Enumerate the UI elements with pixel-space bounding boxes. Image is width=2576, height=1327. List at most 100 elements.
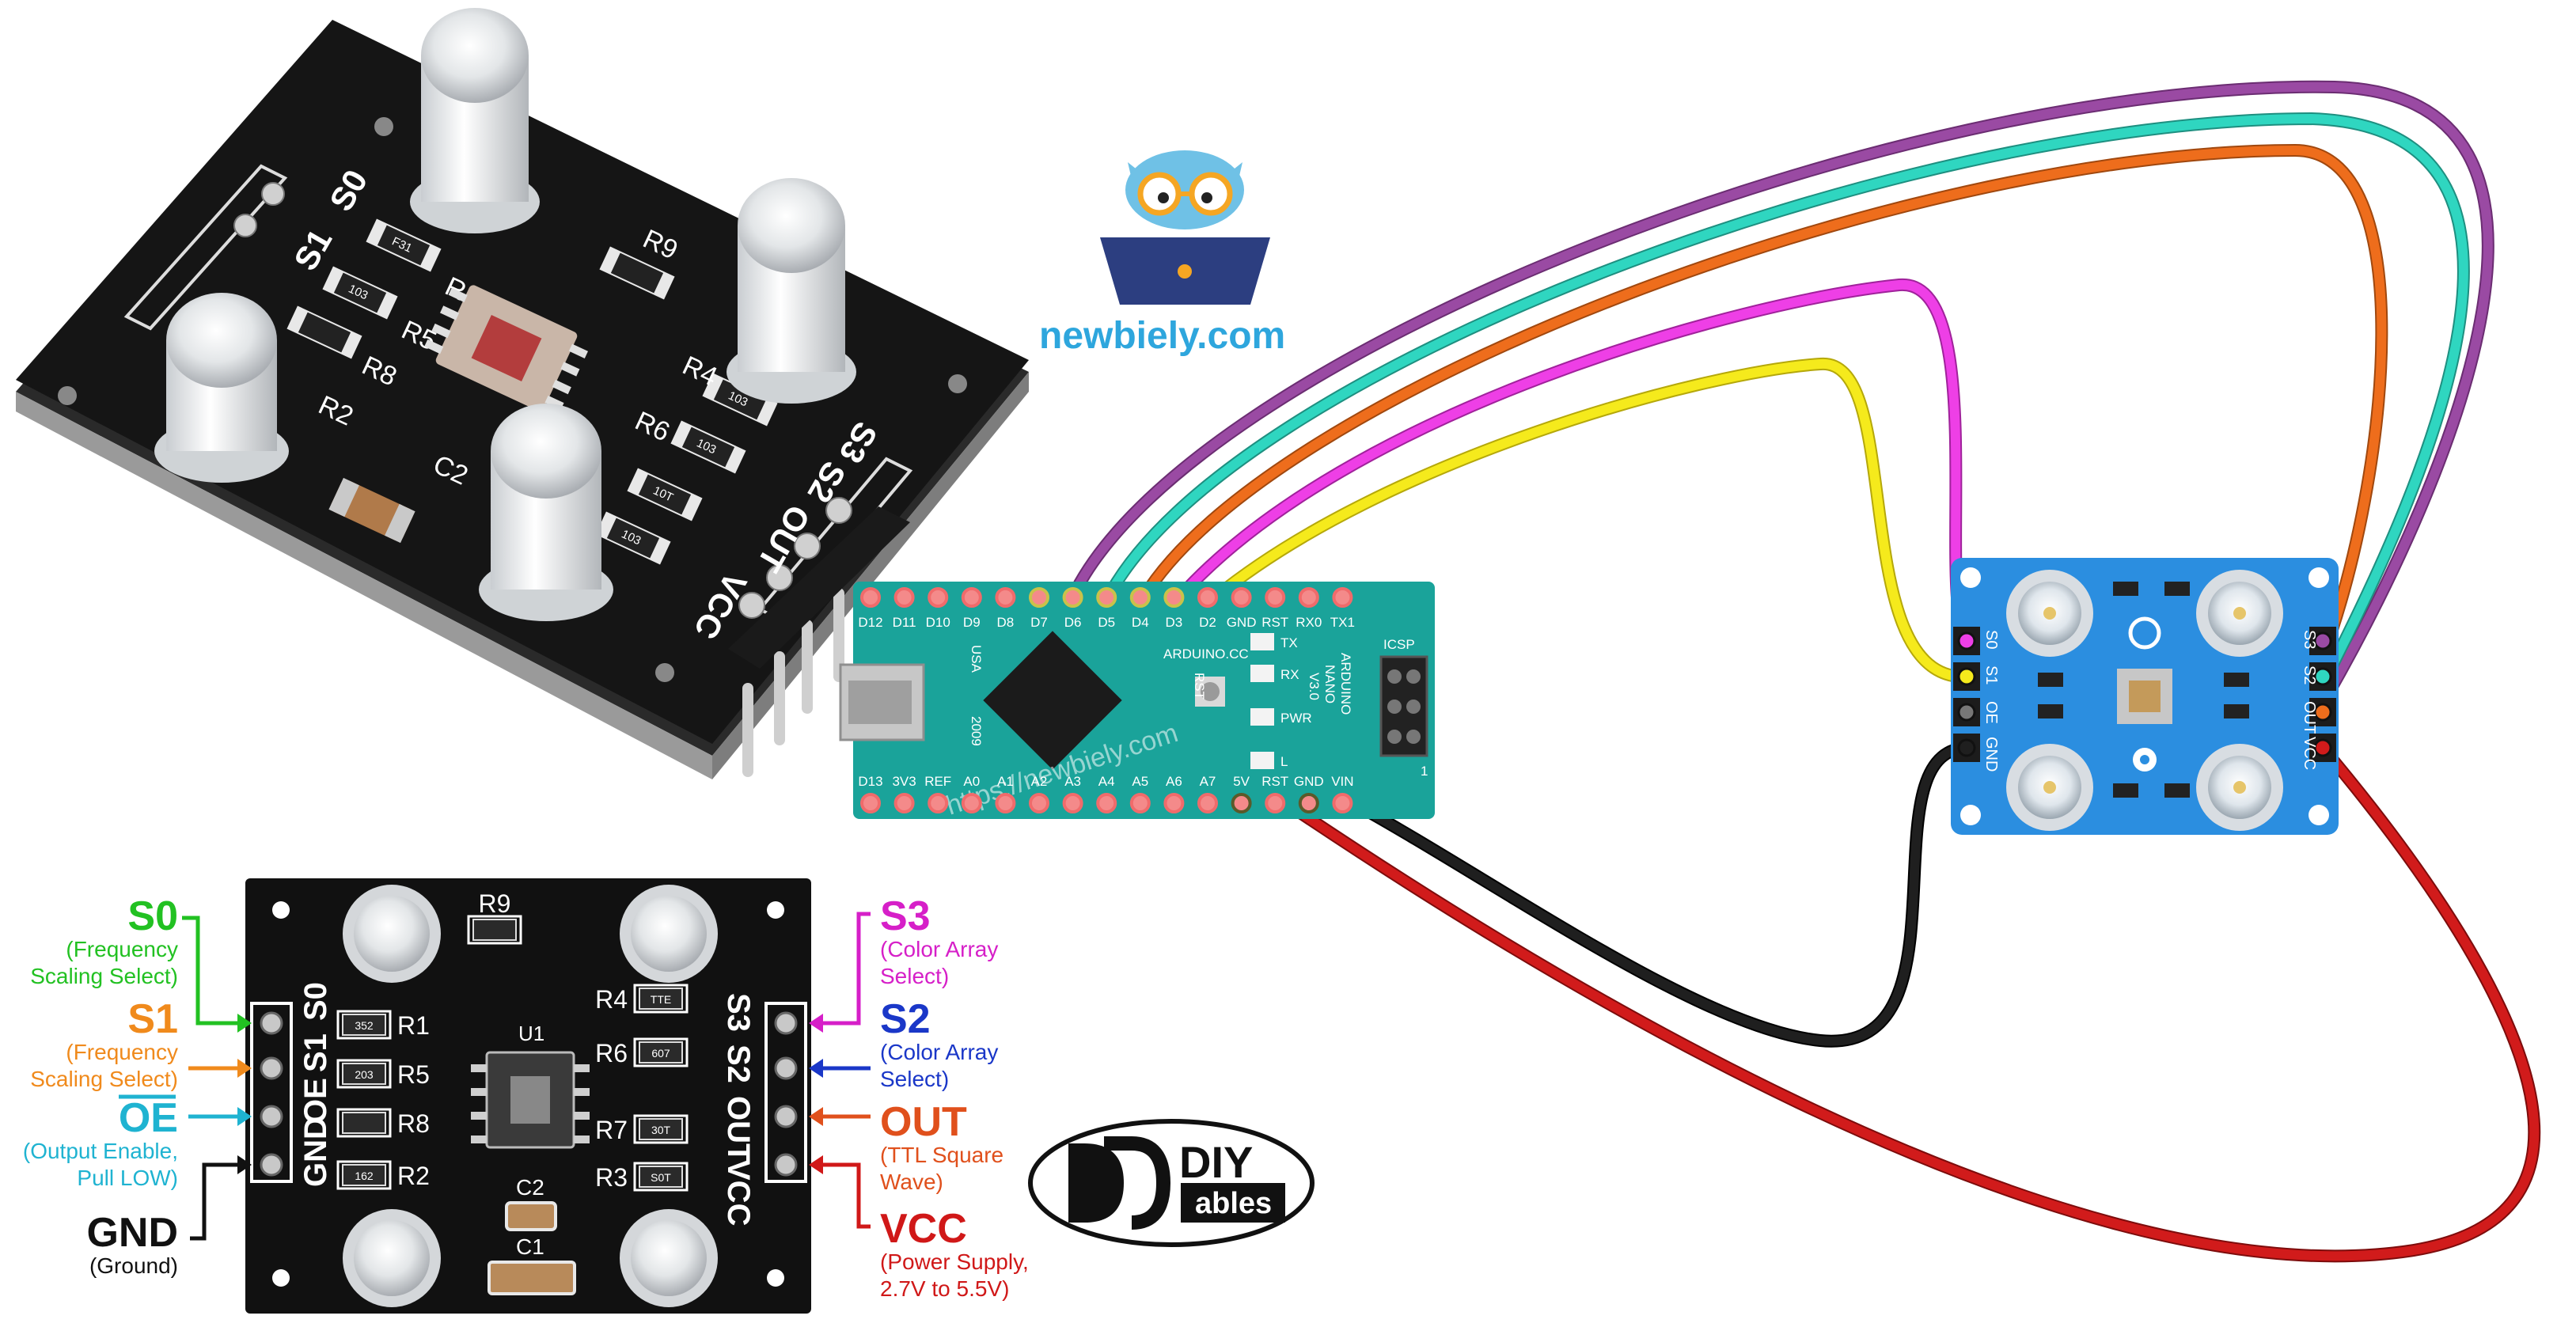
nano-pin-tx1 [1332, 587, 1353, 608]
nano-usa-label: USA [969, 645, 984, 673]
nano-pin-label-d3: D3 [1166, 615, 1183, 630]
legend-s2-desc-1: (Color Array [880, 1040, 998, 1064]
pinout-r3-label: R3 [595, 1163, 628, 1192]
legend-out-title: OUT [880, 1099, 967, 1145]
module-pin-label-gnd: GND [1982, 737, 2000, 772]
nano-pin-d13 [860, 793, 881, 813]
nano-name-line-3: V3.0 [1307, 673, 1322, 700]
module-pin-s2 [2313, 667, 2332, 686]
nano-site-label: ARDUINO.CC [1163, 646, 1249, 662]
diyables-diy-text: DIY [1179, 1137, 1253, 1187]
legend-gnd-title: GND [86, 1210, 178, 1256]
nano-pin-label-d4: D4 [1132, 615, 1149, 630]
module-pin-label-oe: OE [1982, 701, 2000, 724]
gear-logo-icon [2133, 748, 2157, 772]
pinout-right-label-s2: S2 [721, 1045, 756, 1083]
nano-pin-a2 [1029, 793, 1049, 813]
legend-arrow-gnd [190, 1162, 237, 1241]
nano-pin-label-tx1: TX1 [1330, 615, 1355, 630]
nano-pin-label-d10: D10 [926, 615, 950, 630]
nano-pin-a1 [995, 793, 1016, 813]
module-pin-oe [1957, 703, 1976, 722]
nano-pin-d5 [1096, 587, 1117, 608]
nano-pin-label-a4: A4 [1098, 774, 1115, 789]
module-pin-label-s2: S2 [2301, 665, 2318, 684]
pinout-resistor-code: TTE [651, 993, 671, 1006]
nano-pin-5v [1231, 793, 1252, 813]
nano-pin-gnd [1231, 587, 1252, 608]
nano-pin-a5 [1129, 793, 1151, 813]
module-leds [2006, 570, 2283, 831]
pinout-c2-label: C2 [516, 1175, 544, 1200]
pinout-leds [343, 885, 718, 1307]
nano-pin-label-a2: A2 [1031, 774, 1048, 789]
pinout-c1-label: C1 [516, 1234, 544, 1259]
nano-pin-label-d11: D11 [893, 615, 916, 630]
wire-gnd-gnd [1347, 741, 1977, 1048]
legend-s3-title: S3 [880, 893, 931, 939]
nano-pin-label-a1: A1 [997, 774, 1014, 789]
pinout-left-label-gnd: GND [298, 1117, 333, 1187]
nano-pin-d3 [1163, 587, 1185, 608]
legend-arrow-s0 [182, 916, 237, 1026]
legend-oe-title: OE [119, 1095, 178, 1141]
module-pin-gnd [1957, 738, 1976, 757]
nano-pin-gnd [1298, 793, 1319, 813]
photo-header-pins [742, 588, 844, 777]
nano-pin-label-a0: A0 [963, 774, 980, 789]
module-smd-parts [2038, 582, 2249, 798]
module-pin-label-s1: S1 [1982, 665, 2000, 684]
pinout-left-label-s0: S0 [298, 982, 333, 1021]
nano-pin-label-d13: D13 [858, 774, 882, 789]
nano-pin-label-gnd: GND [1227, 615, 1257, 630]
nano-pin-d8 [995, 587, 1016, 608]
legend-out-desc-2: Wave) [880, 1170, 943, 1194]
nano-pin-a4 [1096, 793, 1117, 813]
nano-pin-label-rx0: RX0 [1296, 615, 1322, 630]
legend-s0-desc-2: Scaling Select) [30, 964, 178, 988]
pinout-r7-label: R7 [595, 1116, 628, 1144]
nano-pin-rst [1265, 793, 1286, 813]
module-pin-vcc [2313, 738, 2332, 757]
nano-pcb [853, 582, 1435, 819]
legend-gnd-desc-1: (Ground) [89, 1253, 178, 1278]
nano-pin-label-a5: A5 [1132, 774, 1148, 789]
nano-pin-d11 [893, 587, 915, 608]
pinout-chip-u1 [471, 1051, 590, 1149]
nano-pin-label-rst: RST [1261, 774, 1288, 789]
nano-pin-3v3 [893, 793, 915, 813]
usb-connector [839, 663, 925, 741]
pinout-resistor-code: 352 [355, 1019, 374, 1032]
nano-pin-label-d6: D6 [1064, 615, 1082, 630]
module-pin-s1 [1957, 667, 1976, 686]
nano-pin-label-d9: D9 [963, 615, 981, 630]
legend-arrow-s3 [823, 912, 871, 1026]
pinout-right-label-vcc: VCC [721, 1159, 756, 1226]
nano-pin-a7 [1197, 793, 1218, 813]
nano-led-label-rx: RX [1280, 667, 1299, 682]
owl-laptop-icon [1100, 150, 1270, 305]
wires [1066, 80, 2541, 1263]
legend-oe-desc-1: (Output Enable, [23, 1139, 178, 1163]
newbiely-site-text: newbiely.com [1039, 315, 1285, 357]
nano-pin-label-d7: D7 [1030, 615, 1048, 630]
legend-s3-desc-2: Select) [880, 964, 949, 988]
diyables-d-mark [1068, 1143, 1124, 1223]
photo-leds [154, 8, 856, 621]
module-pin-label-s3: S3 [2301, 630, 2318, 649]
newbiely-logo: newbiely.com [1039, 150, 1285, 357]
photo-tcs3200-chip [424, 285, 589, 411]
nano-led-label-l: L [1280, 754, 1288, 769]
pinout-left-label-oe: OE [298, 1078, 333, 1124]
legend-vcc-desc-2: 2.7V to 5.5V) [880, 1276, 1009, 1301]
pinout-right-header [764, 1002, 807, 1183]
pinout-resistor-code: S0T [651, 1171, 671, 1184]
legend-s0-title: S0 [127, 893, 178, 939]
pinout-r4-label: R4 [595, 985, 628, 1014]
nano-pin-label-d2: D2 [1199, 615, 1216, 630]
icsp-header [1379, 655, 1428, 757]
nano-pin-label-3v3: 3V3 [892, 774, 916, 789]
